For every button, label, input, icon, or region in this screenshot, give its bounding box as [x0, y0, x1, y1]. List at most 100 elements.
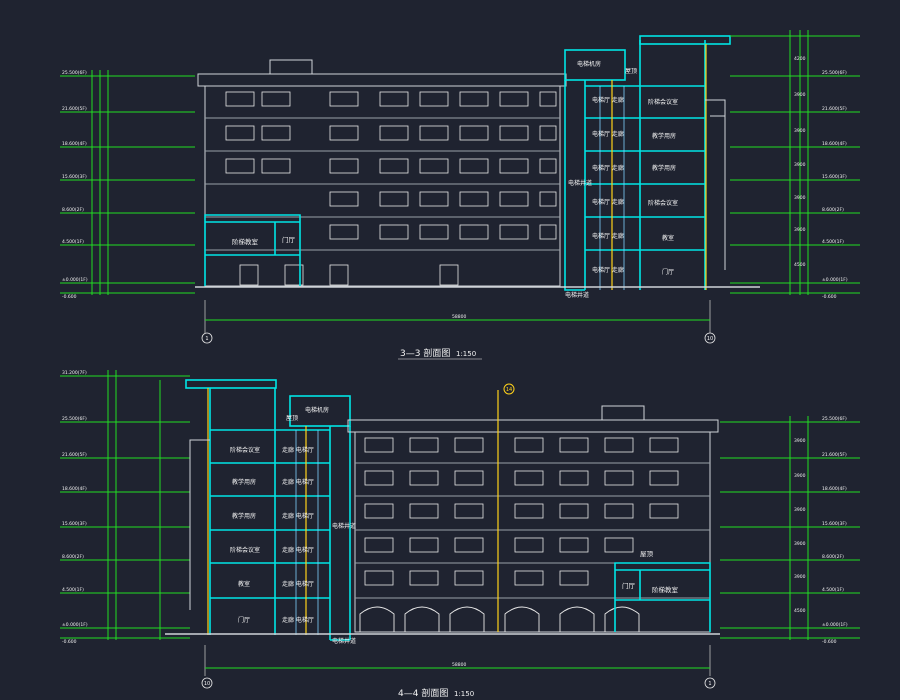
- left-level-labels: 31.200(7F) 25.500(6F) 21.600(5F) 18.600(…: [62, 370, 88, 645]
- room-label: 走廊 电梯厅: [282, 616, 314, 624]
- level-label: 21.600(5F): [62, 452, 87, 458]
- room-label: 电梯厅 走廊: [592, 198, 624, 206]
- room-label: 屋顶: [286, 415, 298, 422]
- level-label: 25.500(6F): [62, 70, 87, 76]
- level-label: 18.600(4F): [62, 141, 87, 147]
- room-label: 电梯厅 走廊: [592, 232, 624, 240]
- level-label: 25.500(6F): [822, 70, 847, 76]
- dimension-label: 3900: [794, 227, 806, 233]
- level-label: 4.500(1F): [822, 587, 844, 593]
- room-label: 电梯厅 走廊: [592, 164, 624, 172]
- room-label: 阶梯会议室: [648, 98, 678, 106]
- room-label: 电梯井道: [332, 522, 356, 530]
- level-label: 15.600(3F): [822, 521, 847, 527]
- level-label: 21.600(5F): [62, 106, 87, 112]
- right-level-labels: 25.500(6F) 21.600(5F) 18.600(4F) 15.600(…: [794, 56, 848, 300]
- section-title: 3—3 剖面图 1:150: [398, 347, 482, 360]
- room-label: 教学用房: [652, 164, 676, 172]
- room-label: 阶梯会议室: [230, 446, 260, 454]
- level-label: 4.500(1F): [62, 239, 84, 245]
- dimension-label: 3900: [794, 507, 806, 513]
- level-label: 8.600(2F): [822, 554, 844, 560]
- dimension-label: 3900: [794, 473, 806, 479]
- axis-bubble-left: 1: [201, 332, 213, 344]
- overall-dimension: 58800: [204, 645, 711, 676]
- level-label: -0.600: [62, 294, 77, 300]
- room-label: 电梯井道: [568, 179, 592, 187]
- level-label: 15.600(3F): [62, 521, 87, 527]
- section-3-3: 25.500(6F) 21.600(5F) 18.600(4F) 15.600(…: [60, 30, 860, 360]
- main-building-elevation: 屋顶 阶梯教室 门厅: [347, 405, 719, 633]
- section-scale: 1:150: [454, 690, 474, 698]
- room-label: 电梯机房: [305, 406, 329, 414]
- right-level-labels: 25.500(6F) 21.600(5F) 18.600(4F) 15.600(…: [794, 416, 848, 645]
- dimension-label: 3900: [794, 92, 806, 98]
- room-label: 电梯机房: [577, 60, 601, 68]
- dimension-label: 58800: [452, 662, 466, 668]
- level-label: 15.600(3F): [822, 174, 847, 180]
- left-dimension-chain: [60, 70, 195, 295]
- section-title: 4—4 剖面图 1:150: [398, 687, 474, 699]
- level-label: 25.500(6F): [822, 416, 847, 422]
- dimension-label: 4500: [794, 262, 806, 268]
- level-label: 21.600(5F): [822, 106, 847, 112]
- room-label: 门厅: [238, 616, 250, 624]
- left-dimension-chain: [60, 370, 190, 640]
- svg-text:10: 10: [707, 336, 713, 342]
- room-label: 电梯厅 走廊: [592, 266, 624, 274]
- room-label: 电梯井道: [332, 637, 356, 645]
- right-dimension-chain: [730, 30, 860, 295]
- room-label: 教室: [238, 580, 250, 588]
- dimension-label: 4500: [794, 608, 806, 614]
- room-label: 阶梯会议室: [230, 546, 260, 554]
- axis-bubble-left: 10: [201, 677, 213, 689]
- svg-text:1: 1: [205, 336, 208, 342]
- dimension-label: 58800: [452, 314, 466, 320]
- axis-marker-top: 14: [497, 383, 515, 632]
- room-label: 屋顶: [625, 68, 637, 75]
- level-label: ±0.000(1F): [822, 277, 848, 283]
- room-label: 走廊 电梯厅: [282, 512, 314, 520]
- level-label: 21.600(5F): [822, 452, 847, 458]
- dimension-label: 3900: [794, 162, 806, 168]
- room-label: 电梯井道: [565, 291, 589, 299]
- level-label: 4.500(1F): [822, 239, 844, 245]
- room-label: 屋顶: [640, 550, 654, 558]
- svg-text:10: 10: [204, 681, 210, 687]
- level-label: 8.600(2F): [62, 207, 84, 213]
- dimension-label: 3900: [794, 438, 806, 444]
- left-level-labels: 25.500(6F) 21.600(5F) 18.600(4F) 15.600(…: [62, 70, 88, 300]
- room-label: 门厅: [662, 268, 674, 276]
- dimension-label: 3900: [794, 128, 806, 134]
- room-label: 走廊 电梯厅: [282, 446, 314, 454]
- section-title-text: 3—3 剖面图: [400, 347, 450, 359]
- section-scale: 1:150: [456, 350, 476, 358]
- room-label: 阶梯教室: [232, 237, 259, 246]
- level-label: 31.200(7F): [62, 370, 87, 376]
- axis-bubble-right: 1: [704, 677, 716, 689]
- overall-dimension: 58800: [204, 300, 711, 333]
- level-label: -0.600: [822, 639, 837, 645]
- left-wing-section: 阶梯会议室 教学用房 教学用房 阶梯会议室 教室 门厅 走廊 电梯厅 走廊 电梯…: [185, 379, 356, 645]
- dimension-label: 3900: [794, 574, 806, 580]
- level-label: ±0.000(1F): [62, 622, 88, 628]
- right-wing-section: 电梯机房 屋顶 电梯厅 走廊 电梯厅 走廊 电梯厅 走廊 电梯厅 走廊 电梯厅 …: [564, 35, 731, 299]
- level-label: 18.600(4F): [822, 141, 847, 147]
- room-label: 阶梯会议室: [648, 199, 678, 207]
- svg-text:1: 1: [708, 681, 711, 687]
- level-label: 8.600(2F): [822, 207, 844, 213]
- level-label: ±0.000(1F): [62, 277, 88, 283]
- main-building-elevation: 阶梯教室 门厅: [197, 59, 567, 287]
- axis-bubble-right: 10: [704, 332, 716, 344]
- room-label: 门厅: [622, 581, 636, 590]
- room-label: 走廊 电梯厅: [282, 546, 314, 554]
- dimension-label: 3900: [794, 195, 806, 201]
- room-label: 教学用房: [652, 132, 676, 140]
- room-label: 教学用房: [232, 478, 256, 486]
- level-label: 18.600(4F): [822, 486, 847, 492]
- dimension-label: 4200: [794, 56, 806, 62]
- section-4-4: 31.200(7F) 25.500(6F) 21.600(5F) 18.600(…: [60, 370, 860, 699]
- room-label: 走廊 电梯厅: [282, 580, 314, 588]
- right-dimension-chain: [720, 416, 860, 640]
